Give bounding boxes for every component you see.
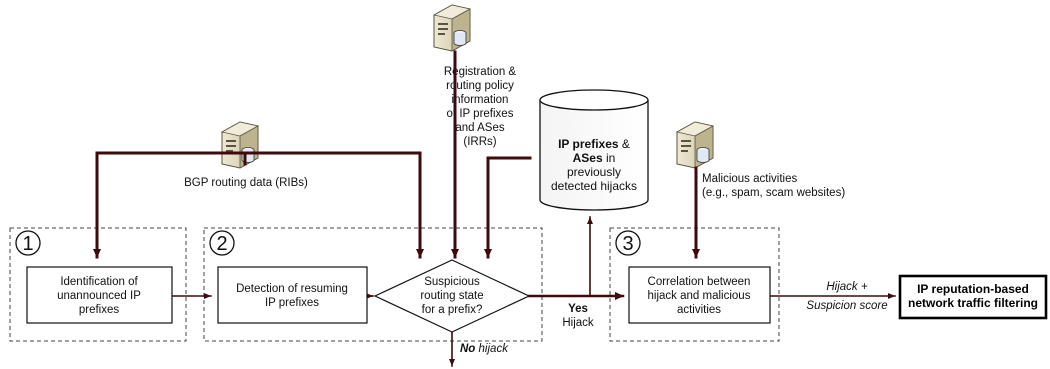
stage-1-badge: 1 xyxy=(15,230,41,256)
yes-label: Yes xyxy=(568,303,588,315)
svg-text:Malicious activities: Malicious activities xyxy=(702,173,797,185)
svg-text:ASes in: ASes in xyxy=(573,151,616,165)
svg-text:routing policy: routing policy xyxy=(446,80,514,92)
server-icon-bgp xyxy=(221,121,259,169)
score-label-2: Suspicion score xyxy=(806,300,887,312)
server-icon-malicious xyxy=(676,121,714,169)
svg-text:and ASes: and ASes xyxy=(455,122,504,134)
score-label-1: Hijack + xyxy=(826,281,868,293)
svg-text:detected hijacks: detected hijacks xyxy=(551,179,637,193)
svg-text:IP reputation-based: IP reputation-based xyxy=(917,282,1029,296)
no-hijack-label: No hijack xyxy=(460,343,509,355)
yes-hijack-label: Hijack xyxy=(562,317,594,329)
decision-diamond: Suspicious routing state for a prefix? xyxy=(373,259,531,333)
svg-text:activities: activities xyxy=(677,304,721,316)
detection-process: Detection of resuming IP prefixes xyxy=(217,266,368,324)
stage-2-number: 2 xyxy=(216,233,227,255)
bgp-source-label: BGP routing data (RIBs) xyxy=(184,177,308,189)
database-cylinder: IP prefixes & ASes in previously detecte… xyxy=(539,89,649,211)
svg-text:Suspicious: Suspicious xyxy=(424,276,480,288)
svg-text:hijack and malicious: hijack and malicious xyxy=(648,290,751,302)
stage-2-box xyxy=(203,227,543,342)
svg-text:Correlation between: Correlation between xyxy=(648,276,751,288)
stage-2-badge: 2 xyxy=(209,230,235,256)
svg-text:Registration &: Registration & xyxy=(444,66,517,78)
svg-text:(e.g., spam, scam websites): (e.g., spam, scam websites) xyxy=(702,187,845,199)
svg-text:network traffic filtering: network traffic filtering xyxy=(908,296,1038,310)
svg-text:previously: previously xyxy=(567,165,621,179)
svg-text:Identification of: Identification of xyxy=(60,276,138,288)
svg-text:information: information xyxy=(452,94,509,106)
malicious-source-label: Malicious activities (e.g., spam, scam w… xyxy=(702,173,845,199)
server-icon-irr xyxy=(433,4,471,52)
correlation-process: Correlation between hijack and malicious… xyxy=(628,266,771,324)
svg-text:Detection of resuming: Detection of resuming xyxy=(236,283,348,295)
svg-text:unannounced IP: unannounced IP xyxy=(57,290,141,302)
svg-text:of IP prefixes: of IP prefixes xyxy=(447,108,514,120)
svg-text:(IRRs): (IRRs) xyxy=(463,136,496,148)
svg-text:prefixes: prefixes xyxy=(79,304,120,316)
db-bold-2: ASes xyxy=(573,151,603,165)
output-box: IP reputation-based network traffic filt… xyxy=(898,274,1048,320)
svg-text:IP prefixes &: IP prefixes & xyxy=(558,137,630,151)
svg-text:IP prefixes: IP prefixes xyxy=(265,297,319,309)
identification-process: Identification of unannounced IP prefixe… xyxy=(26,266,173,324)
stage-3-badge: 3 xyxy=(615,230,641,256)
svg-text:routing state: routing state xyxy=(420,290,483,302)
stage-1-number: 1 xyxy=(22,233,33,255)
stage-3-number: 3 xyxy=(622,233,633,255)
irr-source-label: Registration & routing policy informatio… xyxy=(444,66,517,148)
svg-text:for a prefix?: for a prefix? xyxy=(422,304,483,316)
db-bold-1: IP prefixes xyxy=(558,137,619,151)
